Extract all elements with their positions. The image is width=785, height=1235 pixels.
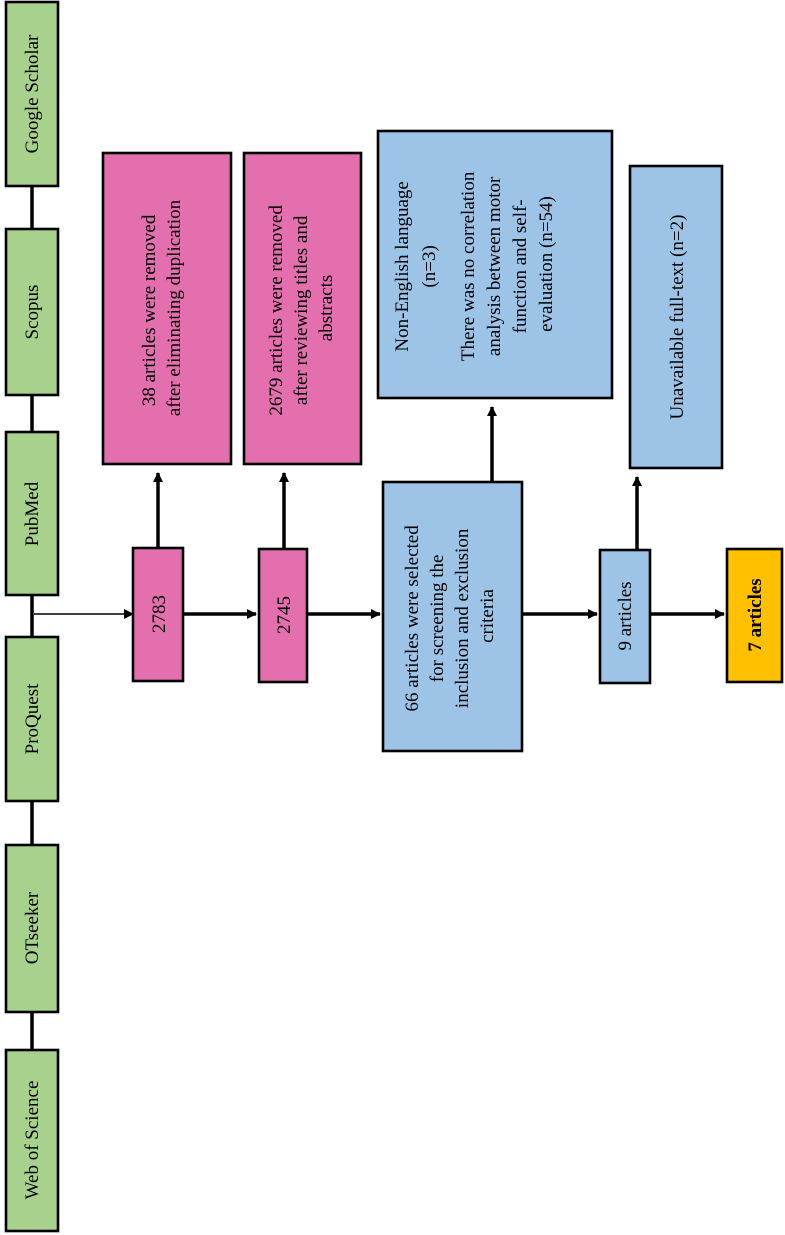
selected-line: criteria bbox=[477, 589, 498, 643]
duplicates-line: 38 articles were removed bbox=[139, 214, 160, 406]
titles-line: 2679 articles were removed bbox=[266, 205, 287, 416]
exclusion-reasons-box: Non-English language (n=3) There was no … bbox=[376, 129, 614, 400]
exclusion-line: function and self- bbox=[510, 199, 531, 333]
selected-line: 66 articles were selected bbox=[402, 525, 423, 712]
source-google-scholar: Google Scholar bbox=[4, 0, 60, 188]
selected-line: for screening the bbox=[427, 555, 448, 683]
identified-count: 2783 bbox=[149, 595, 170, 633]
svg-text:38 articles were removed: 38 articles were removed after eliminati… bbox=[139, 199, 185, 416]
unavailable-fulltext-box: Unavailable full-text (n=2) bbox=[628, 164, 724, 470]
svg-text:2679 articles were removed: 2679 articles were removed after reviewi… bbox=[266, 200, 337, 415]
selected-line: inclusion and exclusion bbox=[452, 528, 473, 708]
titles-line: abstracts bbox=[316, 275, 337, 341]
source-label: OTseeker bbox=[22, 891, 43, 964]
source-label: Google Scholar bbox=[22, 34, 43, 153]
exclusion-line: analysis between motor bbox=[484, 176, 505, 356]
source-pubmed: PubMed bbox=[4, 430, 60, 597]
exclusion-line: There was no correlation bbox=[458, 171, 479, 361]
included-studies-box: 7 articles bbox=[725, 547, 784, 684]
unavailable-line: Unavailable full-text (n=2) bbox=[667, 215, 688, 420]
exclusion-line: Non-English language bbox=[392, 181, 413, 351]
svg-text:66 articles were selected: 66 articles were selected for screening … bbox=[402, 521, 498, 712]
duplicates-line: after eliminating duplication bbox=[164, 199, 185, 416]
duplicates-removed-box: 38 articles were removed after eliminati… bbox=[101, 151, 233, 466]
exclusion-line: (n=3) bbox=[419, 245, 440, 287]
identified-records-box: 2783 bbox=[131, 546, 185, 683]
source-label: ProQuest bbox=[22, 683, 43, 754]
svg-text:Non-English language (n=: Non-English language (n=3) There was no … bbox=[392, 167, 557, 361]
included-count: 7 articles bbox=[745, 578, 766, 651]
titles-abstracts-removed-box: 2679 articles were removed after reviewi… bbox=[242, 151, 363, 466]
after-dedup-box: 2745 bbox=[257, 547, 309, 684]
source-otseeker: OTseeker bbox=[4, 843, 60, 1014]
source-label: PubMed bbox=[22, 481, 43, 546]
source-scopus: Scopus bbox=[4, 227, 60, 397]
eligibility-screening-box: 66 articles were selected for screening … bbox=[381, 480, 524, 753]
exclusion-line: evaluation (n=54) bbox=[536, 196, 557, 332]
source-proquest: ProQuest bbox=[4, 635, 60, 803]
source-web-of-science: Web of Science bbox=[4, 1048, 60, 1233]
fulltext-assessed-box: 9 articles bbox=[598, 548, 652, 685]
source-label: Scopus bbox=[22, 285, 43, 340]
fulltext-count: 9 articles bbox=[615, 581, 636, 650]
titles-line: after reviewing titles and bbox=[291, 215, 312, 405]
source-label: Web of Science bbox=[22, 1081, 43, 1200]
after-dedup-count: 2745 bbox=[274, 596, 295, 634]
